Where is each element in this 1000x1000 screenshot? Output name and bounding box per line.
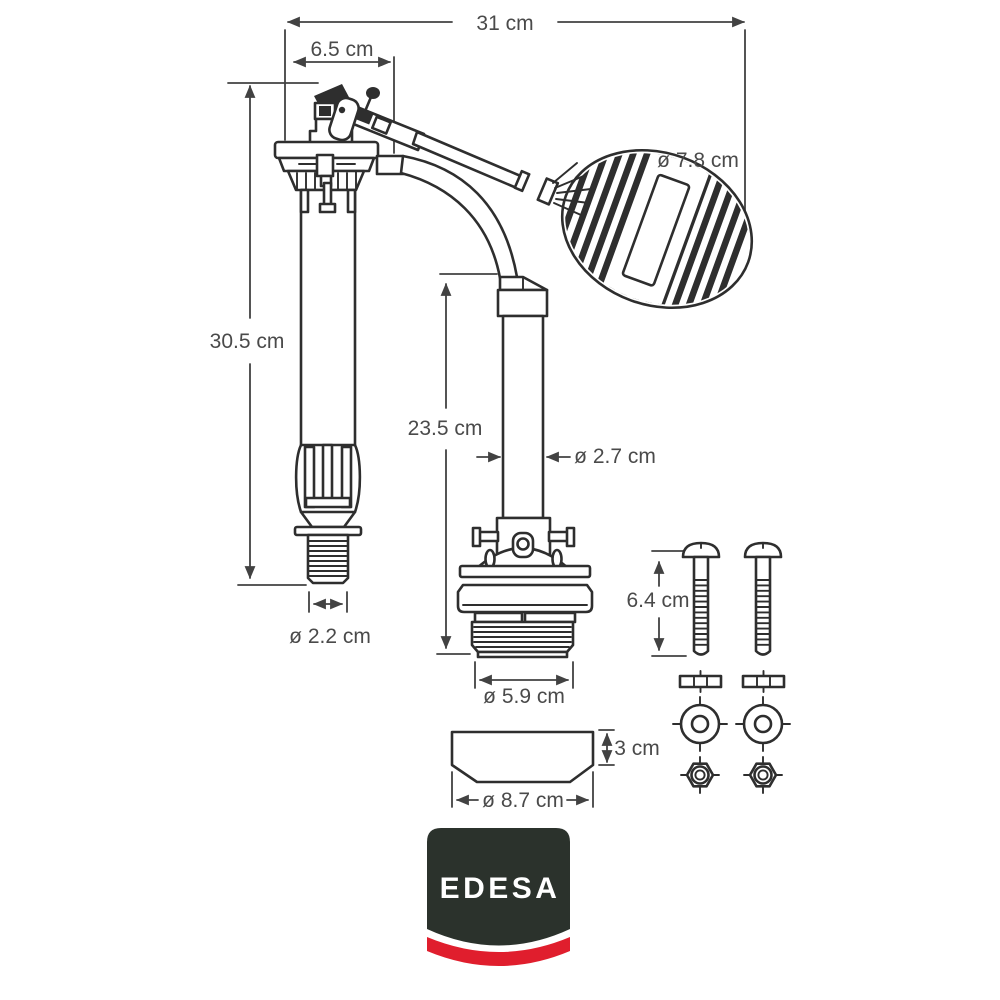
dim-bolt-length-label: 6.4 cm (626, 589, 689, 612)
dim-inlet-shank-diameter (308, 591, 348, 613)
fill-valve-shank (293, 443, 363, 585)
dim-total-width (284, 16, 746, 229)
dim-gasket-thickness-label: 3 cm (614, 737, 660, 760)
logo-badge (427, 828, 570, 946)
hex-nut (742, 755, 784, 795)
mounting-hardware (671, 541, 792, 795)
dim-flush-valve-height (436, 273, 498, 655)
dim-valve-head-width-label: 6.5 cm (310, 38, 373, 61)
dim-fill-valve-height (227, 82, 319, 586)
edesa-logo: EDESA (427, 828, 570, 966)
flat-washer (678, 669, 723, 694)
flush-valve (456, 275, 594, 659)
dim-fill-valve-height-label: 30.5 cm (210, 330, 285, 353)
fill-valve-head (308, 84, 426, 152)
dim-outlet-thread-diameter-label: ø 5.9 cm (483, 685, 565, 708)
flush-valve-base (456, 526, 594, 659)
round-washer (671, 695, 729, 753)
float-label-band (601, 142, 713, 316)
dim-overflow-tube-diameter-label: ø 2.7 cm (574, 445, 656, 468)
dim-total-width-label: 31 cm (476, 12, 533, 35)
float-rod-cone (552, 162, 592, 216)
adjustment-screw (364, 95, 373, 111)
flat-washer (741, 669, 786, 694)
dim-inlet-shank-diameter-label: ø 2.2 cm (289, 625, 371, 648)
float-ball (543, 128, 766, 330)
overflow-tube (495, 275, 552, 570)
dim-bolt-length (651, 550, 687, 657)
fill-valve-body (299, 181, 357, 447)
logo-text: EDESA (440, 872, 561, 905)
float-rod (411, 130, 560, 206)
dim-gasket-diameter-label: ø 8.7 cm (482, 789, 564, 812)
dim-gasket-diameter (451, 771, 594, 808)
dim-outlet-thread-diameter (474, 661, 574, 689)
dim-flush-valve-height-label: 23.5 cm (408, 417, 483, 440)
dim-float-diameter-label: ø 7.8 cm (657, 149, 739, 172)
dim-gasket-thickness (598, 729, 615, 766)
round-washer (734, 695, 792, 753)
dimension-annotations (227, 16, 746, 808)
logo-ribbon (427, 937, 570, 966)
tank-gasket (450, 730, 595, 784)
mounting-bolt (743, 541, 783, 656)
hose-outlet-stub (375, 154, 405, 176)
fill-valve (273, 84, 426, 585)
hex-nut (679, 755, 721, 795)
fill-valve-cap (273, 140, 405, 192)
